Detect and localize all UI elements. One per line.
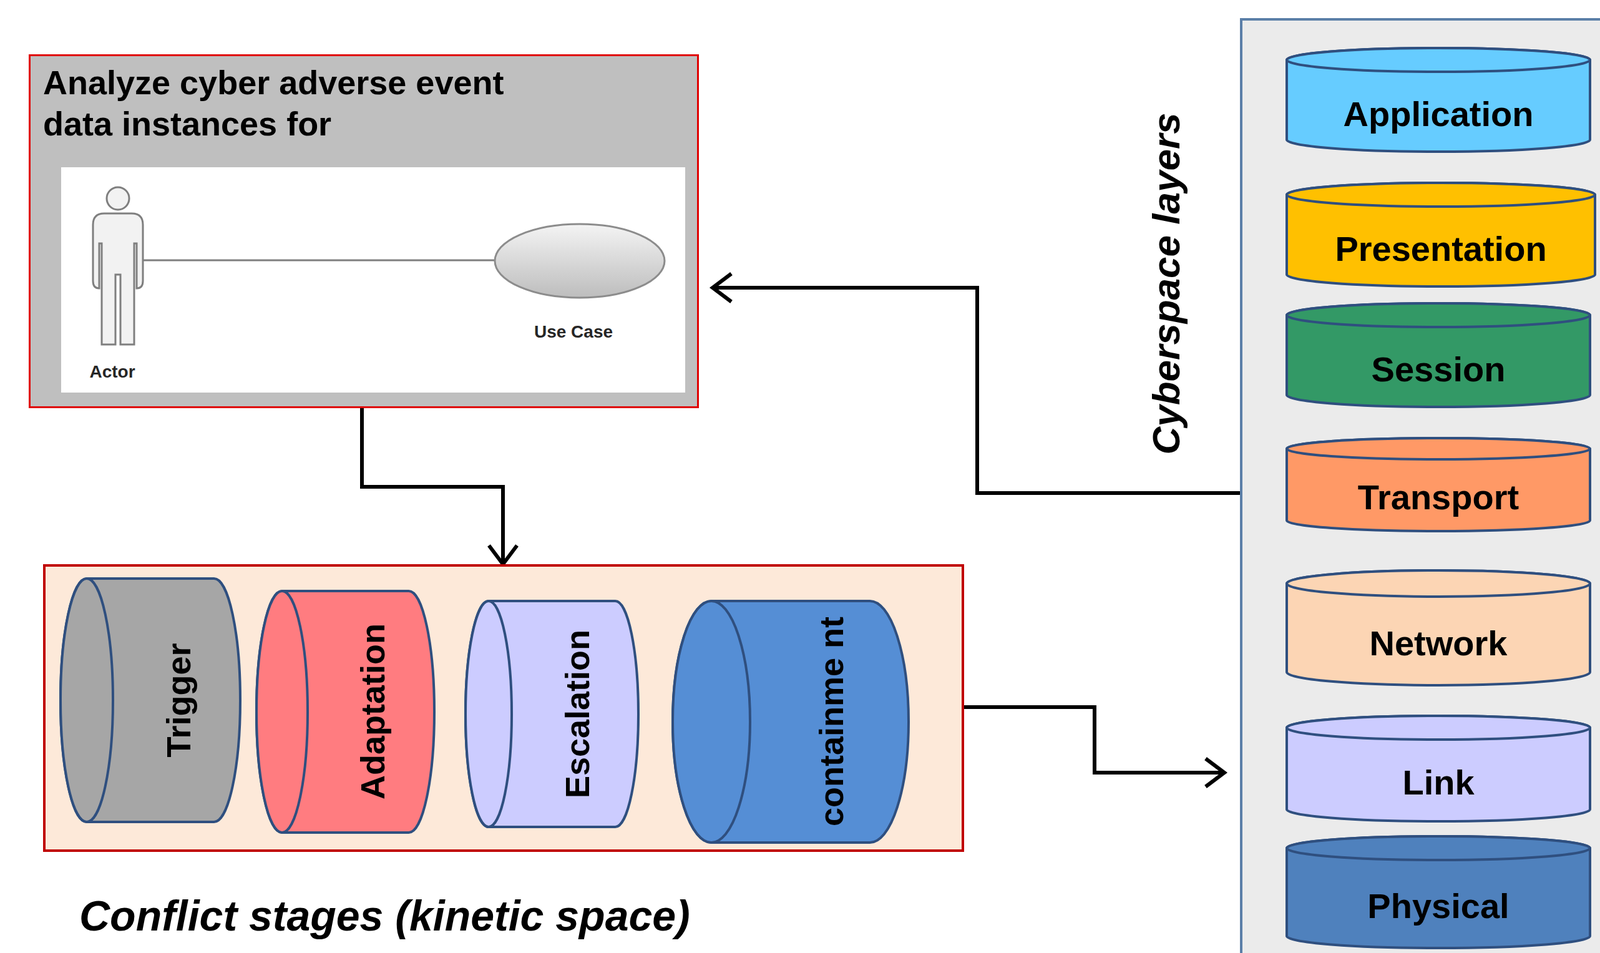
group-caption: Conflict stages (kinetic space) — [79, 891, 691, 940]
cylinder-body — [672, 600, 909, 843]
box-heading: Analyze cyber adverse event data instanc… — [43, 62, 555, 145]
cylinder-body — [465, 600, 639, 827]
use-case-ellipse — [494, 224, 665, 298]
stage-cylinder: containme nt — [670, 599, 911, 845]
arrow-head — [712, 273, 732, 303]
stage-label: Trigger — [159, 592, 198, 809]
cylinder-body — [1286, 715, 1591, 822]
stage-label: Adaptation — [353, 604, 392, 819]
cylinder-top — [1286, 303, 1591, 327]
stage-cylinder: Adaptation — [254, 589, 437, 835]
figure-label: Actor — [89, 361, 135, 382]
cylinder-body — [1286, 182, 1596, 287]
cylinder-body — [60, 578, 241, 822]
actor-figure — [92, 187, 143, 345]
arrow-head — [1205, 758, 1225, 787]
layer-cylinder: Application — [1284, 46, 1592, 154]
stage-cylinder: Escalation — [463, 599, 641, 829]
layer-label: Network — [1369, 622, 1508, 664]
cylinder-outline — [463, 599, 641, 829]
layer-cylinder: Session — [1284, 301, 1592, 409]
connector-line — [964, 707, 1225, 773]
cylinder-outline — [58, 576, 243, 824]
layer-label: Transport — [1357, 476, 1519, 518]
cylinder-outline — [670, 599, 911, 845]
layer-label: Physical — [1367, 885, 1509, 927]
layer-panel: Cyberspace layersApplicationPresentation… — [1239, 18, 1600, 953]
layer-cylinder: Network — [1284, 568, 1592, 688]
cylinder-top — [1286, 570, 1591, 597]
layer-cylinder: Physical — [1284, 834, 1592, 950]
connector-arrow — [361, 408, 518, 565]
layer-label: Application — [1343, 93, 1534, 135]
layer-cylinder: Transport — [1284, 436, 1592, 533]
cylinder-top — [1286, 438, 1591, 460]
stage-label: containme nt — [811, 614, 851, 829]
panel-heading: Cyberspace layers — [1143, 112, 1189, 455]
arrow-head — [489, 545, 518, 565]
cylinder-top — [1286, 715, 1591, 740]
cylinder-end — [60, 578, 113, 822]
cylinder-body — [1286, 48, 1591, 152]
cylinder-body — [1286, 303, 1591, 407]
figure-label: Use Case — [534, 321, 613, 342]
layer-cylinder: Link — [1284, 713, 1592, 824]
stage-label: Escalation — [557, 614, 596, 814]
stage-group: Conflict stages (kinetic space)TriggerAd… — [43, 564, 965, 852]
cylinder-outline — [254, 589, 437, 835]
cylinder-end — [672, 600, 751, 843]
layer-cylinder: Presentation — [1284, 180, 1597, 289]
connector-arrow — [964, 707, 1225, 787]
cylinder-top — [1286, 836, 1591, 860]
cylinder-body — [1286, 570, 1591, 686]
cylinder-end — [465, 600, 512, 827]
cylinder-top — [1286, 48, 1591, 72]
analysis-box: Analyze cyber adverse event data instanc… — [28, 54, 699, 409]
association-line — [142, 259, 495, 262]
layer-label: Session — [1371, 348, 1506, 390]
cylinder-body — [1286, 836, 1591, 948]
cylinder-end — [256, 590, 308, 833]
cylinder-body — [1286, 438, 1591, 532]
stage-cylinder: Trigger — [58, 576, 243, 824]
cylinder-body — [256, 590, 435, 833]
cylinder-top — [1286, 182, 1596, 207]
connector-line — [361, 408, 503, 565]
layer-label: Link — [1402, 761, 1474, 803]
illustration-ground — [61, 167, 686, 393]
layer-label: Presentation — [1334, 228, 1547, 269]
